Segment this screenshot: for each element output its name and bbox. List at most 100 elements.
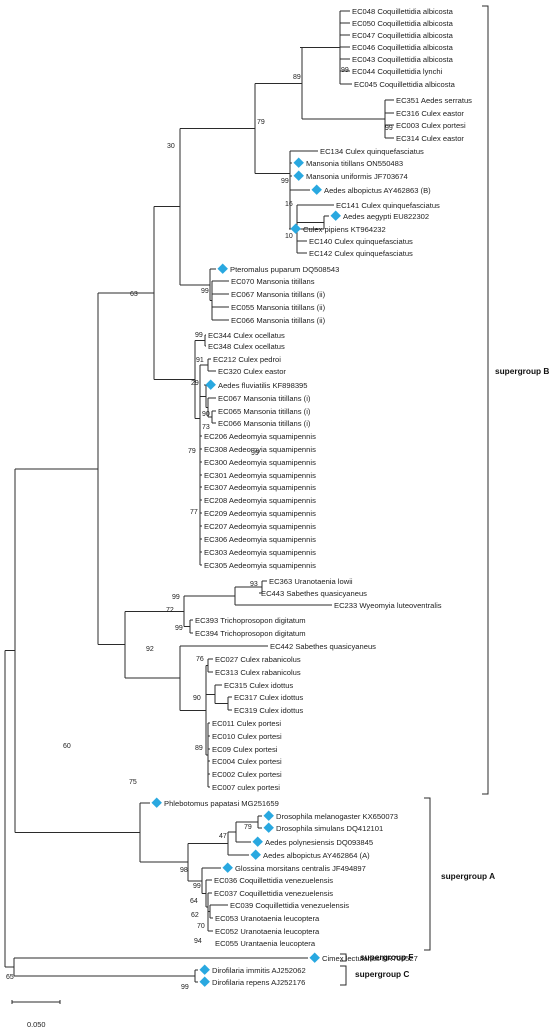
- bootstrap-value: 94: [194, 938, 202, 945]
- taxon-label: EC007 culex portesi: [212, 783, 280, 792]
- bootstrap-value: 60: [63, 743, 71, 750]
- taxon-label: EC308 Aedeomyia squamipennis: [204, 445, 316, 454]
- taxon-label: EC053 Uranotaenia leucoptera: [215, 914, 320, 923]
- bootstrap-value: 76: [196, 656, 204, 663]
- supergroup-brackets: [340, 5, 489, 986]
- bootstrap-value: 79: [188, 448, 196, 455]
- supergroup-bracket: [340, 953, 347, 962]
- supergroup-bracket: [482, 5, 489, 795]
- taxon-label: Cimex lectularius KR706527: [322, 954, 418, 963]
- taxon-label: Glossina morsitans centralis JF494897: [235, 864, 366, 873]
- taxon-label: EC039 Coquillettidia venezuelensis: [230, 901, 349, 910]
- bootstrap-value: 99: [281, 178, 289, 185]
- taxon-label: EC045 Coquillettidia albicosta: [354, 80, 456, 89]
- wolbachia-reference-marker-icon: [293, 170, 304, 181]
- wolbachia-reference-marker-icon: [293, 157, 304, 168]
- taxon-label: EC363 Uranotaenia lowii: [269, 577, 353, 586]
- taxon-label: Aedes albopictus AY462864 (A): [263, 851, 370, 860]
- wolbachia-reference-marker-icon: [199, 976, 210, 987]
- bootstrap-value: 99: [201, 288, 209, 295]
- taxon-label: EC306 Aedeomyia squamipennis: [204, 535, 316, 544]
- supergroup-label: supergroup F: [360, 952, 413, 962]
- taxon-label: EC301 Aedeomyia squamipennis: [204, 471, 316, 480]
- taxon-label: Aedes aegypti EU822302: [343, 212, 429, 221]
- taxon-label: EC207 Aedeomyia squamipennis: [204, 522, 316, 531]
- taxon-label: EC394 Trichoprosopon digitatum: [195, 629, 306, 638]
- taxon-label: EC351 Aedes serratus: [396, 96, 472, 105]
- scale-bar: 0.050: [11, 1000, 61, 1029]
- taxon-label: EC050 Coquillettidia albicosta: [352, 19, 454, 28]
- taxon-label: EC055 Urantaenia leucoptera: [215, 939, 316, 948]
- taxon-label: EC393 Trichoprosopon digitatum: [195, 616, 306, 625]
- bootstrap-value: 29: [191, 380, 199, 387]
- bootstrap-value: 63: [130, 291, 138, 298]
- supergroup-label: supergroup C: [355, 969, 409, 979]
- taxon-label: EC043 Coquillettidia albicosta: [352, 55, 454, 64]
- bootstrap-value: 99: [341, 67, 349, 74]
- taxon-label: Aedes polynesiensis DQ093845: [265, 838, 373, 847]
- taxon-label: Pteromalus puparum DQ508543: [230, 265, 339, 274]
- taxon-label: EC047 Coquillettidia albicosta: [352, 31, 454, 40]
- wolbachia-reference-marker-icon: [263, 822, 274, 833]
- wolbachia-reference-marker-icon: [199, 964, 210, 975]
- taxon-label: EC317 Culex idottus: [234, 693, 303, 702]
- bootstrap-value: 47: [219, 833, 227, 840]
- taxon-label: EC010 Culex portesi: [212, 732, 282, 741]
- tree-branches: [4, 10, 394, 983]
- taxon-label: EC142 Culex quinquefasciatus: [309, 249, 413, 258]
- taxon-label: EC002 Culex portesi: [212, 770, 282, 779]
- bootstrap-value: 10: [285, 233, 293, 240]
- scale-bar-line: [11, 1000, 61, 1004]
- taxon-label: EC065 Mansonia titillans (i): [218, 407, 311, 416]
- taxon-label: Culex pipiens KT964232: [303, 225, 386, 234]
- taxon-label: EC305 Aedeomyia squamipennis: [204, 561, 316, 570]
- taxon-label: EC319 Culex idottus: [234, 706, 303, 715]
- wolbachia-reference-marker-icon: [250, 849, 261, 860]
- taxon-label: EC303 Aedeomyia squamipennis: [204, 548, 316, 557]
- taxon-label: EC067 Mansonia titillans (ii): [231, 290, 326, 299]
- bootstrap-value: 99: [181, 984, 189, 991]
- taxon-label: EC067 Mansonia titillans (i): [218, 394, 311, 403]
- bootstrap-value: 73: [202, 424, 210, 431]
- bootstrap-value: 79: [257, 119, 265, 126]
- wolbachia-reference-marker-icon: [290, 223, 301, 234]
- taxon-label: EC307 Aedeomyia squamipennis: [204, 483, 316, 492]
- bootstrap-value: 77: [190, 509, 198, 516]
- taxon-label: EC442 Sabethes quasicyaneus: [270, 642, 376, 651]
- taxon-label: EC003 Culex portesi: [396, 121, 466, 130]
- bootstrap-value: 99: [251, 450, 259, 457]
- taxon-label: EC140 Culex quinquefasciatus: [309, 237, 413, 246]
- taxon-label: EC004 Culex portesi: [212, 757, 282, 766]
- taxon-label: Phlebotomus papatasi MG251659: [164, 799, 279, 808]
- wolbachia-reference-marker-icon: [217, 263, 228, 274]
- supergroup-label: supergroup B: [495, 366, 549, 376]
- taxon-label: EC066 Mansonia titillans (ii): [231, 316, 326, 325]
- taxon-label: EC208 Aedeomyia squamipennis: [204, 496, 316, 505]
- bootstrap-value: 99: [172, 594, 180, 601]
- wolbachia-reference-marker-icon: [151, 797, 162, 808]
- taxon-label: EC046 Coquillettidia albicosta: [352, 43, 454, 52]
- bootstrap-values: 9989799999161030996399912990737977999399…: [6, 67, 393, 991]
- bootstrap-value: 89: [195, 745, 203, 752]
- taxon-label: EC316 Culex eastor: [396, 109, 464, 118]
- taxon-label: EC134 Culex quinquefasciatus: [320, 147, 424, 156]
- bootstrap-value: 64: [190, 898, 198, 905]
- bootstrap-value: 90: [202, 411, 210, 418]
- taxon-label: Aedes albopictus AY462863 (B): [324, 186, 431, 195]
- taxon-label: EC044 Coquillettidia lynchi: [352, 67, 443, 76]
- taxon-label: EC313 Culex rabanicolus: [215, 668, 301, 677]
- taxon-label: Dirofilaria immitis AJ252062: [212, 966, 306, 975]
- taxon-label: Dirofilaria repens AJ252176: [212, 978, 305, 987]
- wolbachia-reference-marker-icon: [222, 862, 233, 873]
- taxon-label: EC314 Culex eastor: [396, 134, 464, 143]
- bootstrap-value: 90: [193, 695, 201, 702]
- bootstrap-value: 65: [6, 974, 14, 981]
- taxon-label: EC027 Culex rabanicolus: [215, 655, 301, 664]
- bootstrap-value: 79: [244, 824, 252, 831]
- taxon-label: Drosophila simulans DQ412101: [276, 824, 383, 833]
- supergroup-bracket: [340, 965, 347, 986]
- bootstrap-value: 75: [129, 779, 137, 786]
